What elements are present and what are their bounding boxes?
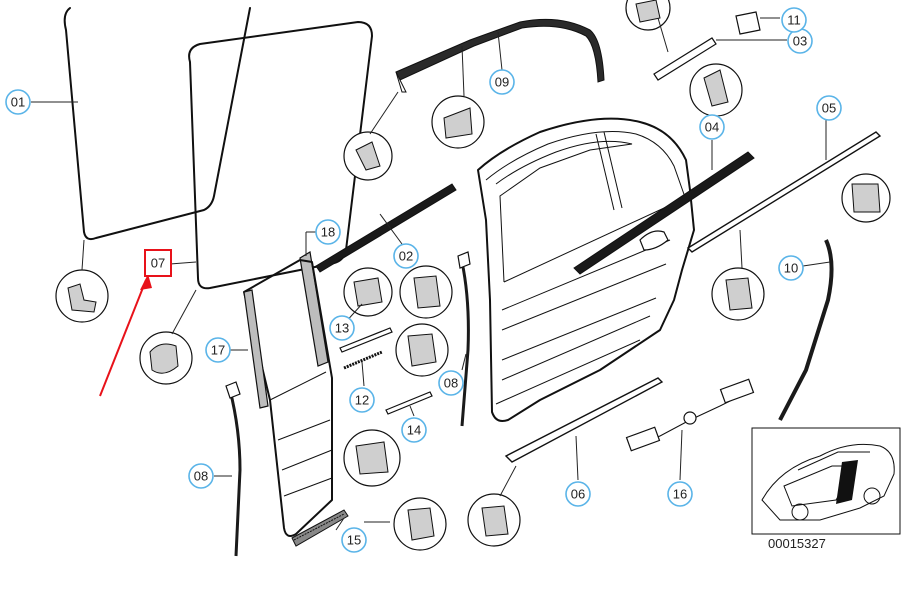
detail-circle-11	[625, 0, 671, 31]
part-18-pillar-strip	[299, 251, 329, 367]
callout-label: 10	[784, 261, 798, 276]
callout-c03: 03	[787, 28, 813, 54]
callout-label: 17	[211, 343, 225, 358]
callout-circle	[5, 89, 31, 115]
detail-circle-04	[689, 63, 743, 117]
callout-label: 09	[495, 75, 509, 90]
callout-c08b: 08	[438, 370, 464, 396]
callout-circle	[329, 315, 355, 341]
part-13-clip-strip	[339, 327, 393, 353]
part-02-inner-belt	[315, 183, 457, 273]
callout-label: 07	[151, 256, 165, 271]
callout-circle	[393, 243, 419, 269]
callout-c08a: 08	[188, 463, 214, 489]
detail-circle-01	[55, 269, 109, 323]
callout-c17: 17	[205, 337, 231, 363]
callout-label: 04	[705, 120, 719, 135]
callout-label: 18	[321, 225, 335, 240]
detail-circle-10	[841, 173, 891, 223]
part-10-pillar-seal	[778, 239, 834, 421]
part-01-outer-door-seal	[63, 7, 251, 241]
callout-label: 11	[787, 13, 801, 28]
part-09-window-channel	[395, 18, 605, 93]
callout-circle	[401, 417, 427, 443]
callout-circle	[816, 95, 842, 121]
callout-label: 06	[571, 487, 585, 502]
part-08-edge-seal-right	[457, 251, 471, 427]
rear-door	[477, 117, 695, 422]
detail-circle-09a	[343, 131, 393, 181]
callout-c05: 05	[816, 95, 842, 121]
callout-c12: 12	[349, 387, 375, 413]
callout-label: 01	[11, 95, 25, 110]
callout-circle	[438, 370, 464, 396]
callout-c16: 16	[667, 481, 693, 507]
part-17-door-shell	[243, 259, 333, 537]
inset-caption: 00015327	[768, 536, 826, 551]
part-16-wiring-harness	[625, 378, 755, 452]
part-05-trim-strip	[686, 131, 882, 253]
part-14-clip-strip	[385, 391, 433, 415]
part-08-edge-seal-left	[225, 381, 242, 557]
detail-circle-05	[711, 267, 765, 321]
callout-circle	[315, 219, 341, 245]
callout-c06: 06	[565, 481, 591, 507]
callout-highlight-box	[144, 249, 172, 277]
callout-circle	[349, 387, 375, 413]
part-04-outer-belt	[573, 151, 755, 275]
callout-c15: 15	[341, 527, 367, 553]
detail-circle-02b	[399, 265, 453, 319]
leader-lines	[31, 17, 831, 531]
callout-c10: 10	[778, 255, 804, 281]
highlight-arrow	[99, 274, 152, 397]
detail-circle-07	[139, 331, 193, 385]
callout-label: 08	[194, 469, 208, 484]
callout-label: 05	[822, 101, 836, 116]
part-15-sill-trim	[291, 509, 349, 547]
callout-circle	[205, 337, 231, 363]
callout-c04: 04	[699, 114, 725, 140]
callout-c13: 13	[329, 315, 355, 341]
callout-c11: 11	[781, 7, 807, 33]
callout-c07: 07	[144, 249, 172, 277]
detail-circle-14	[343, 429, 401, 487]
callout-circle	[341, 527, 367, 553]
callout-circle	[699, 114, 725, 140]
vehicle-inset: 00015327	[751, 427, 901, 551]
detail-circle-02	[343, 267, 393, 317]
callout-circle	[781, 7, 807, 33]
callout-circle	[489, 69, 515, 95]
detail-circle-06	[467, 493, 521, 547]
callout-circle	[188, 463, 214, 489]
callout-label: 03	[793, 34, 807, 49]
part-03-strip	[653, 37, 717, 81]
callout-circle	[565, 481, 591, 507]
callout-label: 13	[335, 321, 349, 336]
callout-circle	[667, 481, 693, 507]
callout-c18: 18	[315, 219, 341, 245]
callout-label: 16	[673, 487, 687, 502]
callout-label: 12	[355, 393, 369, 408]
detail-circle-12	[395, 323, 449, 377]
callout-circle	[778, 255, 804, 281]
callout-c01: 01	[5, 89, 31, 115]
callout-label: 02	[399, 249, 413, 264]
callout-c14: 14	[401, 417, 427, 443]
part-06-sill-strip	[504, 377, 664, 463]
detail-circle-09b	[431, 95, 485, 149]
detail-circle-15	[393, 497, 447, 551]
callout-label: 08	[444, 376, 458, 391]
callout-label: 14	[407, 423, 421, 438]
part-12-clip-strip	[343, 350, 383, 370]
callout-c02: 02	[393, 243, 419, 269]
part-11-clip	[735, 11, 761, 35]
callout-label: 15	[347, 533, 361, 548]
callout-labels: 01 02 03 04 05 06 07 08 08 09 10 11 12 13 14 15 16 17 18	[5, 7, 842, 553]
callout-c09: 09	[489, 69, 515, 95]
